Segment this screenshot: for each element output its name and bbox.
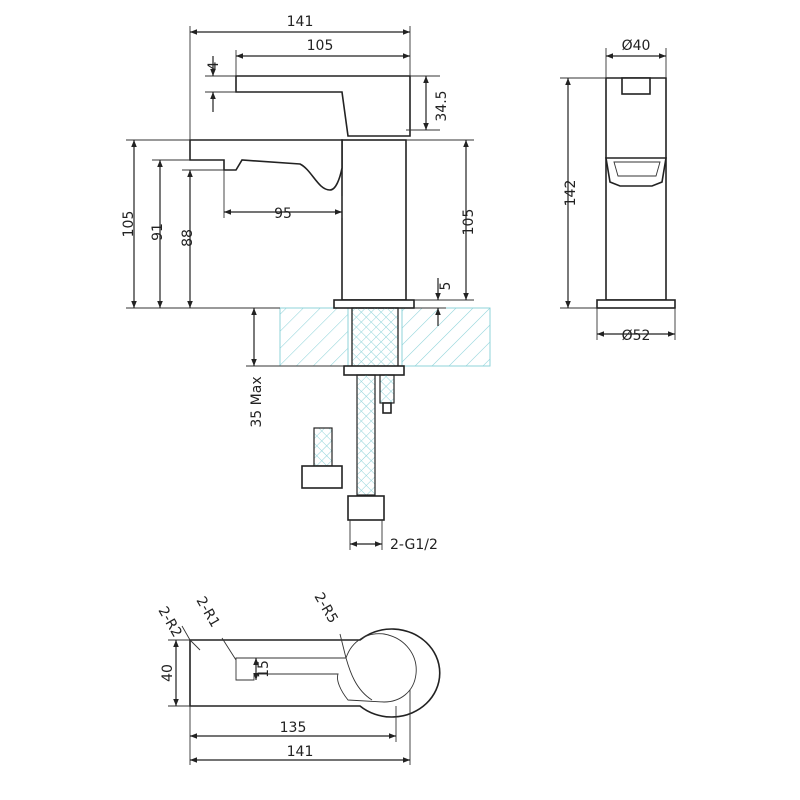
- hose-right: [379, 374, 395, 404]
- dim-max-deck-thickness: 35 Max: [249, 376, 265, 427]
- dim-body-height-right: 105: [461, 209, 477, 236]
- top-outline: [189, 628, 441, 718]
- dim-body-height-left: 105: [121, 211, 137, 238]
- hose-left: [313, 427, 333, 467]
- front-view: 141 105 4 34.5 105 91 88 95: [121, 14, 491, 553]
- side-spout-outlet-inner: [613, 161, 661, 177]
- back-nut: [343, 365, 405, 376]
- dim-overall-length: 141: [287, 744, 314, 760]
- side-spout-outlet: [605, 157, 667, 187]
- label-radius-outer-left: 2-R2: [155, 604, 185, 640]
- lever-handle: [235, 75, 411, 137]
- top-lever-body: [345, 657, 373, 701]
- hose-center-nut: [347, 495, 385, 521]
- top-lever-shape: [235, 633, 417, 703]
- hose-center: [356, 374, 376, 496]
- dim-lever-height: 34.5: [434, 90, 450, 121]
- top-view: 2-R2 2-R1 2-R5 40 15 135 141: [155, 590, 441, 765]
- dim-connection: 2-G1/2: [390, 537, 438, 553]
- dim-overall-width: 141: [287, 14, 314, 30]
- hose-right-tip: [382, 402, 392, 414]
- threaded-shank: [351, 307, 399, 369]
- dim-slot-width: 15: [256, 660, 272, 678]
- base-flange: [333, 299, 415, 309]
- dim-spout-height: 91: [150, 223, 166, 241]
- dim-top-diameter: Ø40: [622, 38, 651, 54]
- spout: [189, 139, 343, 191]
- deck-section-left: [279, 307, 349, 367]
- label-radius-right: 2-R5: [311, 590, 341, 626]
- dim-base-thickness: 5: [438, 282, 454, 291]
- dim-lever-width: 105: [307, 38, 334, 54]
- label-radius-inner: 2-R1: [193, 594, 223, 630]
- tap-body: [341, 139, 407, 301]
- dim-spout-outlet-height: 88: [180, 229, 196, 247]
- dim-lever-thickness: 4: [206, 61, 222, 70]
- deck-section-right: [401, 307, 491, 367]
- side-view: Ø40 142 Ø52: [560, 38, 676, 344]
- side-base: [596, 299, 676, 309]
- dim-depth: 40: [160, 664, 176, 682]
- dim-inner-length: 135: [280, 720, 307, 736]
- dim-base-diameter: Ø52: [622, 328, 651, 344]
- dim-spout-reach: 95: [274, 206, 292, 222]
- hose-left-nut: [301, 465, 343, 489]
- dim-total-height: 142: [563, 180, 579, 207]
- side-lever-top: [621, 77, 651, 95]
- side-body: [605, 77, 667, 301]
